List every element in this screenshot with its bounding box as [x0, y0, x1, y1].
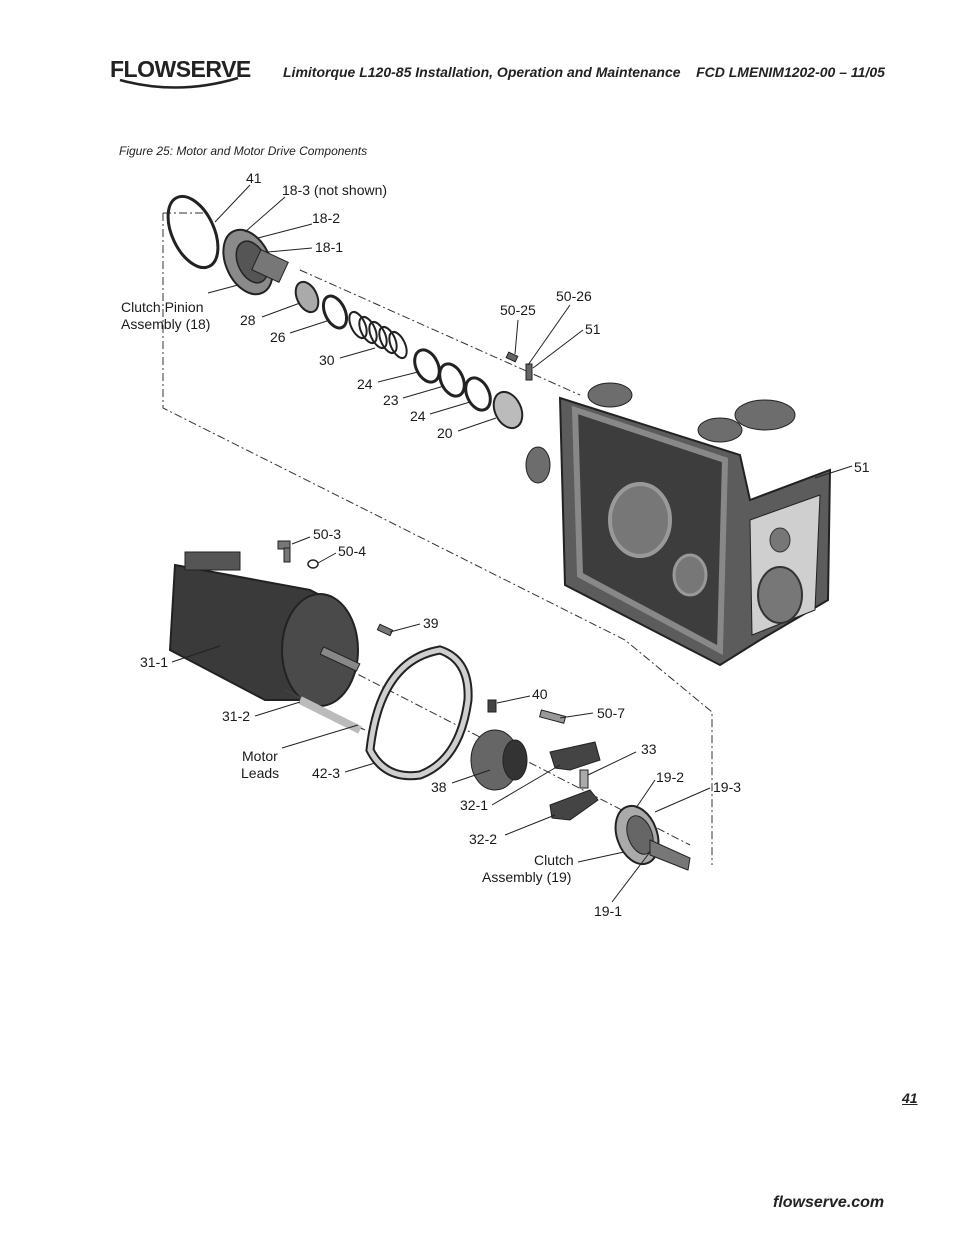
figure-caption: Figure 25: Motor and Motor Drive Compone… [119, 144, 368, 158]
callout-19-3: 19-3 [713, 779, 741, 795]
callout-23: 23 [383, 392, 399, 408]
callout-51-b: 51 [854, 459, 870, 475]
callout-31-2: 31-2 [222, 708, 250, 724]
footer-website: flowserve.com [773, 1194, 885, 1211]
motor-coupling [470, 699, 567, 791]
callout-24-a: 24 [357, 376, 373, 392]
callout-50-26: 50-26 [556, 288, 592, 304]
clutch-pinion-assembly [166, 194, 289, 296]
clutch-assembly [614, 804, 691, 871]
logo-text: FLOWSERVE [110, 56, 251, 82]
callout-40: 40 [532, 686, 548, 702]
callout-50-3: 50-3 [313, 526, 341, 542]
gear-housing [525, 382, 832, 667]
callout-51-a: 51 [585, 321, 601, 337]
callout-clutch-assembly-line1: Clutch [534, 852, 574, 868]
callout-labels: 41 18-3 (not shown) 18-2 18-1 Clutch Pin… [121, 170, 870, 919]
callout-28: 28 [240, 312, 256, 328]
motor-fasteners [277, 540, 394, 637]
set-screws [505, 351, 533, 381]
callout-leader-lines [171, 184, 853, 903]
callout-24-b: 24 [410, 408, 426, 424]
callout-32-2: 32-2 [469, 831, 497, 847]
callout-50-25: 50-25 [500, 302, 536, 318]
logo-swoosh-icon [119, 76, 239, 89]
callout-50-4: 50-4 [338, 543, 366, 559]
flowserve-logo [108, 52, 248, 92]
callout-33: 33 [641, 741, 657, 757]
callout-32-1: 32-1 [460, 797, 488, 813]
callout-39: 39 [423, 615, 439, 631]
callout-18-2: 18-2 [312, 210, 340, 226]
page-number: 41 [902, 1090, 918, 1106]
callout-motor-leads-line1: Motor [242, 748, 278, 764]
callout-clutch-pinion-line1: Clutch Pinion [121, 299, 204, 315]
callout-38: 38 [431, 779, 447, 795]
motor-gasket [365, 645, 473, 781]
callout-clutch-pinion-line2: Assembly (18) [121, 316, 210, 332]
document-header-title: Limitorque L120-85 Installation, Operati… [283, 64, 885, 80]
callout-50-7: 50-7 [597, 705, 625, 721]
callout-30: 30 [319, 352, 335, 368]
callout-18-1: 18-1 [315, 239, 343, 255]
callout-26: 26 [270, 329, 286, 345]
callout-31-1: 31-1 [140, 654, 168, 670]
callout-18-3: 18-3 (not shown) [282, 182, 387, 198]
callout-20: 20 [437, 425, 453, 441]
callout-clutch-assembly-line2: Assembly (19) [482, 869, 571, 885]
shaft-rings [294, 280, 524, 430]
callout-41: 41 [246, 170, 262, 186]
callout-42-3: 42-3 [312, 765, 340, 781]
shift-forks [549, 741, 601, 821]
callout-motor-leads-line2: Leads [241, 765, 279, 781]
callout-19-1: 19-1 [594, 903, 622, 919]
electric-motor [168, 551, 366, 734]
callout-19-2: 19-2 [656, 769, 684, 785]
